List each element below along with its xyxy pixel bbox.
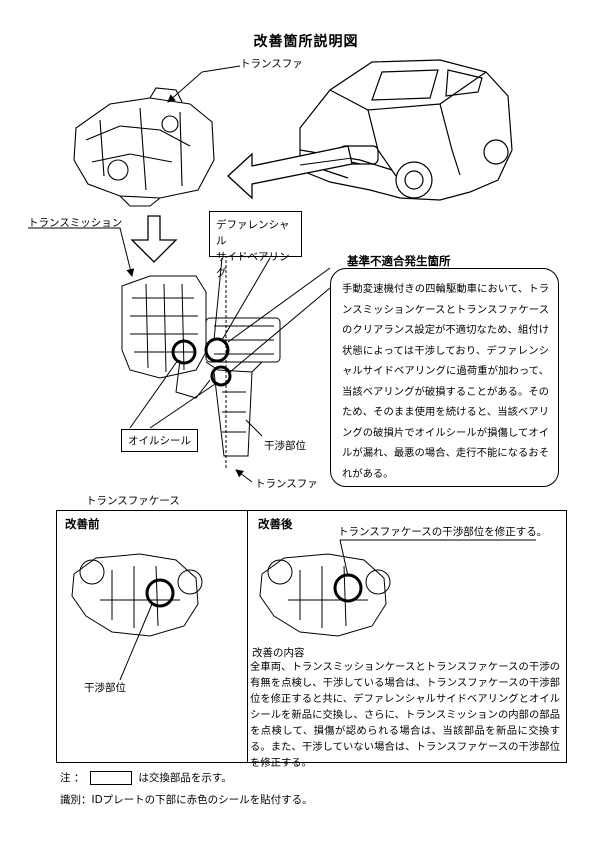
page-title: 改善箇所説明図: [253, 34, 359, 50]
transfer-case-section-label: トランスファケース: [86, 495, 180, 507]
defect-location-title: 基準不適合発生箇所: [347, 254, 451, 268]
defect-description-text: 手動変速機付きの四輪駆動車において、トランスミッションケースとトランスファケース…: [342, 283, 549, 480]
identification-note: 識別：IDプレートの下部に赤色のシールを貼付する。: [60, 794, 313, 806]
transfer-label-top: トランスファ: [240, 58, 303, 70]
comparison-divider: [247, 511, 248, 762]
vehicle-drawing: [299, 59, 513, 201]
transfer-label-bottom: トランスファ: [255, 478, 318, 490]
oil-seal-label: オイルシール: [121, 429, 198, 452]
interference-label-before: 干渉部位: [84, 682, 126, 694]
note-prefix: 注 ：: [60, 772, 85, 784]
diff-bearing-line2: サイドベアリング: [216, 251, 290, 279]
after-transfer-case-drawing: [259, 553, 391, 637]
after-fix-note: トランスファケースの干渉部位を修正する。: [338, 526, 548, 538]
defect-description-box: 手動変速機付きの四輪駆動車において、トランスミッションケースとトランスファケース…: [330, 268, 559, 487]
replacement-note: 注 ： は交換部品を示す。: [60, 770, 232, 785]
differential-side-bearing-label: デファレンシャル サイドベアリング: [209, 211, 302, 279]
before-transfer-case-drawing: [71, 553, 203, 637]
transmission-assembly-drawing: [73, 87, 215, 207]
after-header: 改善後: [258, 517, 293, 531]
note-suffix: は交換部品を示す。: [138, 772, 232, 784]
diff-bearing-line1: デファレンシャル: [216, 219, 290, 247]
replacement-part-swatch: [90, 771, 133, 785]
improvement-content-body: 全車両、トランスミッションケースとトランスファケースの干渉の有無を点検し、干渉し…: [250, 661, 560, 769]
before-highlight-circle: [145, 578, 175, 608]
interference-label-main: 干渉部位: [264, 440, 306, 452]
direction-arrow-down: [130, 215, 178, 263]
direction-arrow-left: [227, 145, 353, 200]
transmission-label: トランスミッション: [28, 217, 123, 229]
highlight-circles: [171, 337, 232, 387]
before-header: 改善前: [65, 517, 100, 531]
comparison-panel: [56, 510, 567, 763]
improvement-content-title: 改善の内容: [252, 647, 305, 659]
